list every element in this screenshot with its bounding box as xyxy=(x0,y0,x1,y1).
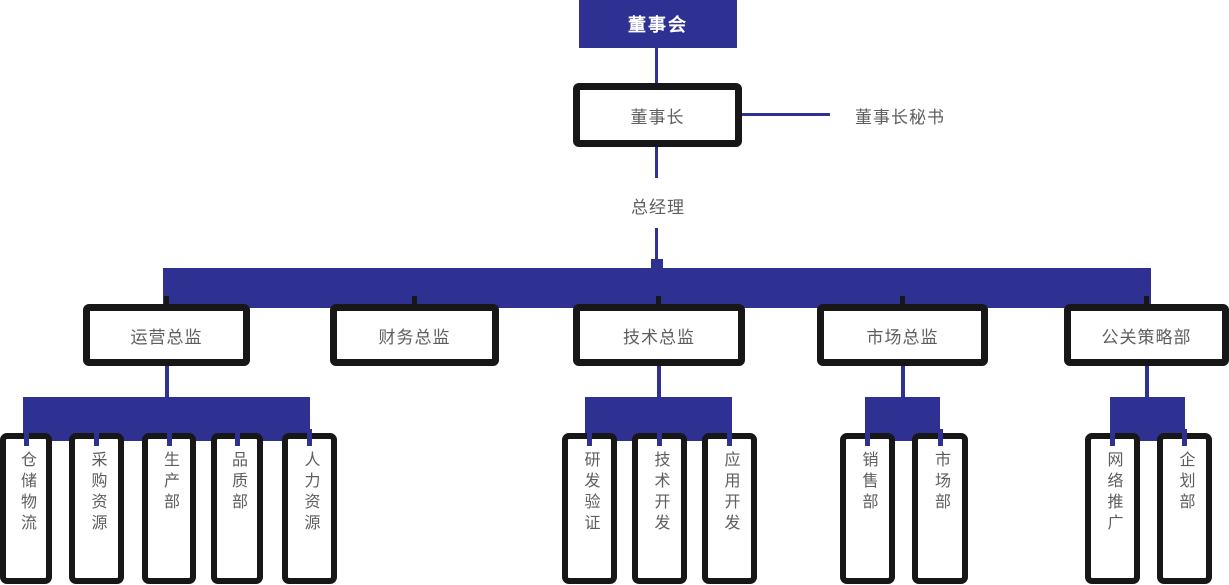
node-dept-quality-label: 品质部 xyxy=(229,451,246,514)
node-chairman[interactable]: 董事长 xyxy=(573,83,742,147)
node-director-market-label: 市场总监 xyxy=(866,327,939,347)
node-secretary[interactable]: 董事长秘书 xyxy=(840,103,960,127)
tick-dept-online-promo xyxy=(1110,429,1115,446)
node-director-tech[interactable]: 技术总监 xyxy=(573,304,745,366)
tick-director-finance xyxy=(412,296,417,310)
connector-pr-children xyxy=(1145,366,1149,399)
node-director-finance-label: 财务总监 xyxy=(378,327,451,347)
tick-dept-procurement xyxy=(94,429,99,446)
connector-gm-bar xyxy=(655,228,658,262)
node-dept-production-label: 生产部 xyxy=(161,451,178,514)
tick-dept-warehouse xyxy=(24,429,29,446)
node-secretary-label: 董事长秘书 xyxy=(855,107,945,127)
node-board-label: 董事会 xyxy=(628,15,688,35)
node-dept-marketing-label: 市场部 xyxy=(932,451,949,514)
tick-dept-quality xyxy=(235,429,240,446)
tick-dept-marketing xyxy=(938,429,943,446)
node-director-operations[interactable]: 运营总监 xyxy=(83,304,250,366)
connector-operations-children xyxy=(165,366,169,399)
tick-dept-app-dev xyxy=(727,429,732,446)
node-director-finance[interactable]: 财务总监 xyxy=(330,304,499,366)
tick-director-operations xyxy=(164,296,169,310)
node-dept-sales[interactable]: 销售部 xyxy=(840,433,895,584)
node-dept-procurement[interactable]: 采购资源 xyxy=(69,433,124,584)
node-board[interactable]: 董事会 xyxy=(579,0,737,48)
node-dept-hr-label: 人力资源 xyxy=(301,451,319,535)
node-dept-sales-label: 销售部 xyxy=(859,451,877,514)
node-dept-warehouse-label: 仓储物流 xyxy=(18,451,35,535)
node-dept-marketing[interactable]: 市场部 xyxy=(912,433,968,584)
node-director-tech-label: 技术总监 xyxy=(623,327,695,347)
node-director-operations-label: 运营总监 xyxy=(130,327,203,347)
node-dept-warehouse[interactable]: 仓储物流 xyxy=(0,433,52,584)
connector-gm-bar-stub xyxy=(651,259,663,270)
tick-director-tech xyxy=(656,296,661,310)
node-dept-app-dev[interactable]: 应用开发 xyxy=(702,433,757,584)
connector-board-chairman xyxy=(655,48,658,83)
tick-director-pr xyxy=(1144,296,1149,310)
node-dept-online-promo-label: 网络推广 xyxy=(1104,451,1122,535)
node-general-manager[interactable]: 总经理 xyxy=(606,192,710,218)
tick-dept-hr xyxy=(307,429,312,446)
tick-dept-planning xyxy=(1182,429,1187,446)
node-dept-tech-dev[interactable]: 技术开发 xyxy=(632,433,687,584)
node-dept-app-dev-label: 应用开发 xyxy=(721,451,739,535)
node-dept-procurement-label: 采购资源 xyxy=(88,451,106,535)
tick-dept-tech-dev xyxy=(657,429,662,446)
tick-dept-rd-validation xyxy=(587,429,592,446)
node-dept-rd-validation[interactable]: 研发验证 xyxy=(562,433,617,584)
node-director-pr-label: 公关策略部 xyxy=(1101,327,1192,347)
node-chairman-label: 董事长 xyxy=(630,107,685,127)
connector-tech-children xyxy=(657,366,661,399)
connector-chairman-gm xyxy=(655,147,658,178)
node-dept-hr[interactable]: 人力资源 xyxy=(282,433,337,584)
node-general-manager-label: 总经理 xyxy=(631,197,685,217)
node-dept-rd-validation-label: 研发验证 xyxy=(581,451,599,535)
node-dept-planning-label: 企划部 xyxy=(1176,451,1194,514)
connector-chairman-secretary xyxy=(742,113,830,116)
tick-dept-production xyxy=(167,429,172,446)
node-dept-production[interactable]: 生产部 xyxy=(142,433,196,584)
node-director-market[interactable]: 市场总监 xyxy=(817,304,988,366)
node-dept-planning[interactable]: 企划部 xyxy=(1157,433,1212,584)
node-dept-quality[interactable]: 品质部 xyxy=(211,433,263,584)
connector-market-children xyxy=(901,366,905,399)
tick-director-market xyxy=(900,296,905,310)
tick-dept-sales xyxy=(865,429,870,446)
node-director-pr[interactable]: 公关策略部 xyxy=(1064,304,1229,366)
node-dept-tech-dev-label: 技术开发 xyxy=(651,451,669,535)
node-dept-online-promo[interactable]: 网络推广 xyxy=(1085,433,1140,584)
